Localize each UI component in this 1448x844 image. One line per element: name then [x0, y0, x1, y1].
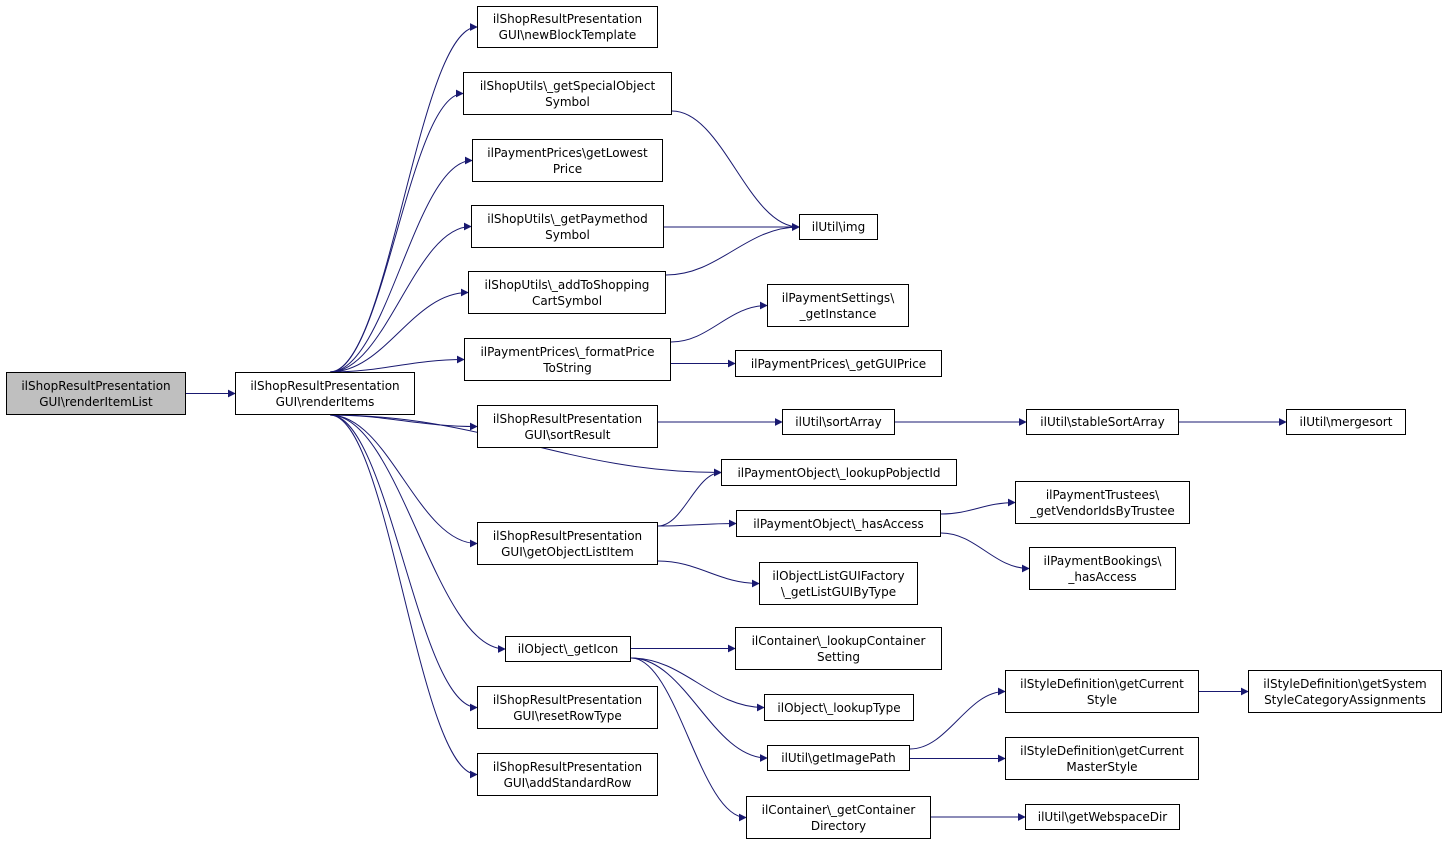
node-label: ilStyleDefinition\getCurrent Style — [1020, 676, 1184, 707]
node-label: ilShopResultPresentation GUI\newBlockTem… — [492, 12, 643, 42]
edge-n_ri-to-n_nbt — [329, 23, 478, 373]
node-getListGUIByType[interactable]: ilObjectListGUIFactory \_getListGUIByTyp… — [759, 562, 918, 605]
edge-n_ha-to-n_gvt — [940, 498, 1016, 515]
node-label: ilPaymentObject\_hasAccess — [753, 516, 924, 531]
node-stableSortArray[interactable]: ilUtil\stableSortArray — [1026, 409, 1179, 435]
edge-n_ri-to-n_gso — [329, 89, 464, 373]
node-label: ilPaymentObject\_lookupPobjectId — [737, 465, 941, 480]
node-getWebspaceDir[interactable]: ilUtil\getWebspaceDir — [1025, 804, 1180, 830]
node-label: ilUtil\sortArray — [795, 415, 882, 429]
node-mergesort[interactable]: ilUtil\mergesort — [1286, 409, 1406, 435]
node-label: ilShopUtils\_addToShopping CartSymbol — [484, 277, 650, 308]
node-addToShoppingCartSymbol[interactable]: ilShopUtils\_addToShopping CartSymbol — [468, 271, 666, 314]
node-label: ilObject\_getIcon — [517, 642, 619, 656]
node-paymentSettingsGetInstance[interactable]: ilPaymentSettings\ _getInstance — [767, 284, 909, 327]
node-sortArray[interactable]: ilUtil\sortArray — [782, 409, 895, 435]
edge-n_ri-to-n_glp — [329, 156, 473, 373]
node-label: ilShopResultPresentation GUI\renderItems — [250, 378, 400, 409]
edge-n_gi-to-n_lt — [630, 657, 765, 712]
node-getImagePath[interactable]: ilUtil\getImagePath — [767, 745, 910, 771]
node-label: ilContainer\_lookupContainer Setting — [751, 633, 926, 664]
edge-n_atsc-to-n_img — [665, 223, 800, 276]
edge-n_gi-to-n_gcd — [630, 657, 747, 822]
node-label: ilPaymentPrices\_getGUIPrice — [750, 356, 927, 371]
edge-n_ri-to-n_goli — [329, 414, 478, 548]
edge-n_ri-to-n_asr — [329, 414, 478, 779]
node-label: ilShopResultPresentation GUI\sortResult — [492, 411, 643, 442]
node-label: ilShopUtils\_getPaymethod Symbol — [487, 211, 648, 242]
node-label: ilStyleDefinition\getSystem StyleCategor… — [1263, 676, 1427, 707]
node-label: ilUtil\getImagePath — [781, 751, 896, 765]
node-label: ilUtil\stableSortArray — [1040, 415, 1165, 429]
edge-n_goli-to-n_lpo — [657, 468, 722, 527]
node-label: ilShopResultPresentation GUI\getObjectLi… — [492, 528, 643, 559]
node-getPaymethodSymbol[interactable]: ilShopUtils\_getPaymethod Symbol — [471, 205, 664, 248]
node-lookupContainerSetting[interactable]: ilContainer\_lookupContainer Setting — [735, 627, 942, 670]
node-label: ilContainer\_getContainer Directory — [761, 802, 916, 833]
node-renderItems[interactable]: ilShopResultPresentation GUI\renderItems — [235, 372, 415, 415]
node-label: ilShopResultPresentation GUI\addStandard… — [492, 759, 643, 790]
edge-n_ri-to-n_atsc — [329, 288, 469, 373]
edge-n_ri-to-n_fps — [329, 355, 465, 373]
edge-n_gi-to-n_gip — [630, 657, 768, 762]
node-label: ilPaymentSettings\ _getInstance — [781, 290, 895, 321]
node-getSystemStyleCategoryAssignments[interactable]: ilStyleDefinition\getSystem StyleCategor… — [1248, 670, 1442, 713]
node-label: ilUtil\img — [811, 220, 866, 234]
node-resetRowType[interactable]: ilShopResultPresentation GUI\resetRowTyp… — [477, 686, 658, 729]
node-label: ilObjectListGUIFactory \_getListGUIByTyp… — [772, 568, 905, 599]
node-getLowestPrice[interactable]: ilPaymentPrices\getLowest Price — [472, 139, 663, 182]
node-img[interactable]: ilUtil\img — [799, 214, 878, 240]
node-label: ilPaymentPrices\_formatPrice ToString — [480, 344, 655, 375]
node-newBlockTemplate[interactable]: ilShopResultPresentation GUI\newBlockTem… — [477, 6, 658, 48]
node-getIcon[interactable]: ilObject\_getIcon — [505, 636, 631, 662]
edge-n_ri-to-n_gpm — [329, 222, 472, 373]
node-lookupPobjectId[interactable]: ilPaymentObject\_lookupPobjectId — [721, 459, 957, 486]
node-label: ilShopResultPresentation GUI\renderItemL… — [21, 378, 171, 409]
node-lookupType[interactable]: ilObject\_lookupType — [764, 694, 914, 721]
node-getSpecialObjectSymbol[interactable]: ilShopUtils\_getSpecialObject Symbol — [463, 72, 672, 115]
node-label: ilShopResultPresentation GUI\resetRowTyp… — [492, 692, 643, 723]
edge-n_ri-to-n_rrt — [329, 414, 478, 712]
edge-n_fps-to-n_psgi — [670, 301, 768, 343]
node-addStandardRow[interactable]: ilShopResultPresentation GUI\addStandard… — [477, 753, 658, 796]
node-renderItemList[interactable]: ilShopResultPresentation GUI\renderItemL… — [6, 372, 186, 415]
edge-n_gso-to-n_img — [671, 110, 800, 231]
node-label: ilPaymentBookings\ _hasAccess — [1043, 553, 1162, 584]
node-label: ilPaymentTrustees\ _getVendorIdsByTruste… — [1030, 487, 1175, 518]
node-formatPriceToString[interactable]: ilPaymentPrices\_formatPrice ToString — [464, 338, 671, 381]
node-getCurrentMasterStyle[interactable]: ilStyleDefinition\getCurrent MasterStyle — [1005, 737, 1199, 780]
node-getCurrentStyle[interactable]: ilStyleDefinition\getCurrent Style — [1005, 670, 1199, 713]
edge-n_goli-to-n_olgf — [657, 560, 760, 588]
node-label: ilStyleDefinition\getCurrent MasterStyle — [1020, 743, 1184, 774]
node-label: ilUtil\mergesort — [1299, 415, 1393, 429]
edge-n_ha-to-n_pbha — [940, 532, 1030, 573]
node-paymentBookingsHasAccess[interactable]: ilPaymentBookings\ _hasAccess — [1029, 547, 1176, 590]
edge-n_gip-to-n_gcs — [909, 687, 1006, 750]
node-label: ilShopUtils\_getSpecialObject Symbol — [479, 78, 656, 109]
node-getObjectListItem[interactable]: ilShopResultPresentation GUI\getObjectLi… — [477, 522, 658, 565]
node-getVendorIdsByTrustee[interactable]: ilPaymentTrustees\ _getVendorIdsByTruste… — [1015, 481, 1190, 524]
edge-n_goli-to-n_ha — [657, 519, 737, 528]
node-getGUIPrice[interactable]: ilPaymentPrices\_getGUIPrice — [735, 350, 942, 377]
node-label: ilPaymentPrices\getLowest Price — [487, 145, 648, 176]
node-label: ilObject\_lookupType — [777, 700, 901, 715]
node-getContainerDirectory[interactable]: ilContainer\_getContainer Directory — [746, 796, 931, 839]
edge-n_ri-to-n_gi — [329, 414, 506, 653]
node-sortResult[interactable]: ilShopResultPresentation GUI\sortResult — [477, 405, 658, 448]
node-label: ilUtil\getWebspaceDir — [1037, 810, 1168, 824]
node-paymentObjectHasAccess[interactable]: ilPaymentObject\_hasAccess — [736, 510, 941, 537]
